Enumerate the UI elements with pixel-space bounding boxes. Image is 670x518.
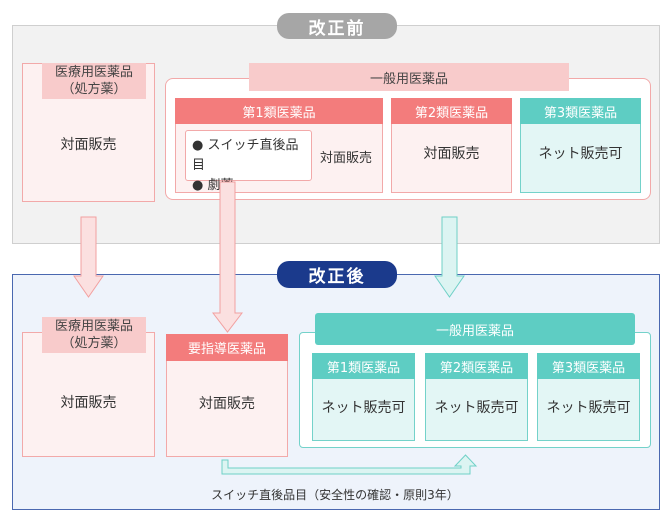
before-class1-sales: 対面販売	[319, 150, 372, 166]
before-rx-subtitle: （処方薬）	[61, 82, 127, 97]
before-rx-header: 医療用医薬品 （処方薬）	[42, 63, 146, 99]
before-class3-sales: ネット販売可	[538, 146, 623, 162]
before-rx-title: 医療用医薬品	[54, 65, 133, 80]
arrow-class3-down	[434, 216, 465, 298]
after-class1-header: 第1類医薬品	[312, 353, 415, 379]
after-class1-sales: ネット販売可	[321, 400, 406, 416]
before-otc-header: 一般用医薬品	[249, 63, 569, 91]
after-title-badge: 改正後	[277, 261, 397, 288]
before-rx-sales: 対面販売	[60, 137, 117, 153]
after-rx-title: 医療用医薬品	[54, 319, 133, 334]
arrow-rx-down	[73, 216, 104, 298]
after-class2-header: 第2類医薬品	[425, 353, 528, 379]
after-rx-subtitle: （処方薬）	[61, 336, 127, 351]
arrow-class1-to-guidance-down	[211, 181, 244, 333]
switch-transition-note: スイッチ直後品目（安全性の確認・原則3年）	[211, 487, 459, 502]
before-class1-list: ● スイッチ直後品目 ● 劇薬	[185, 130, 312, 193]
before-class1-item-switch-text: スイッチ直後品目	[192, 138, 299, 173]
before-title-badge: 改正前	[277, 13, 397, 39]
before-class3-header: 第3類医薬品	[520, 98, 641, 124]
after-class3-sales: ネット販売可	[546, 400, 631, 416]
after-rx-header: 医療用医薬品 （処方薬）	[42, 317, 146, 353]
before-class1-header: 第1類医薬品	[175, 98, 383, 124]
after-guidance-header: 要指導医薬品	[166, 334, 288, 361]
after-guidance-sales: 対面販売	[199, 396, 255, 412]
after-otc-header: 一般用医薬品	[315, 313, 635, 345]
before-class2-header: 第2類医薬品	[391, 98, 512, 124]
after-class3-header: 第3類医薬品	[537, 353, 640, 379]
before-class2-sales: 対面販売	[423, 146, 480, 162]
before-class1-item-switch: ● スイッチ直後品目	[192, 138, 299, 173]
after-rx-sales: 対面販売	[60, 395, 117, 411]
arrow-switch-transition	[221, 454, 478, 475]
after-class2-sales: ネット販売可	[434, 400, 519, 416]
